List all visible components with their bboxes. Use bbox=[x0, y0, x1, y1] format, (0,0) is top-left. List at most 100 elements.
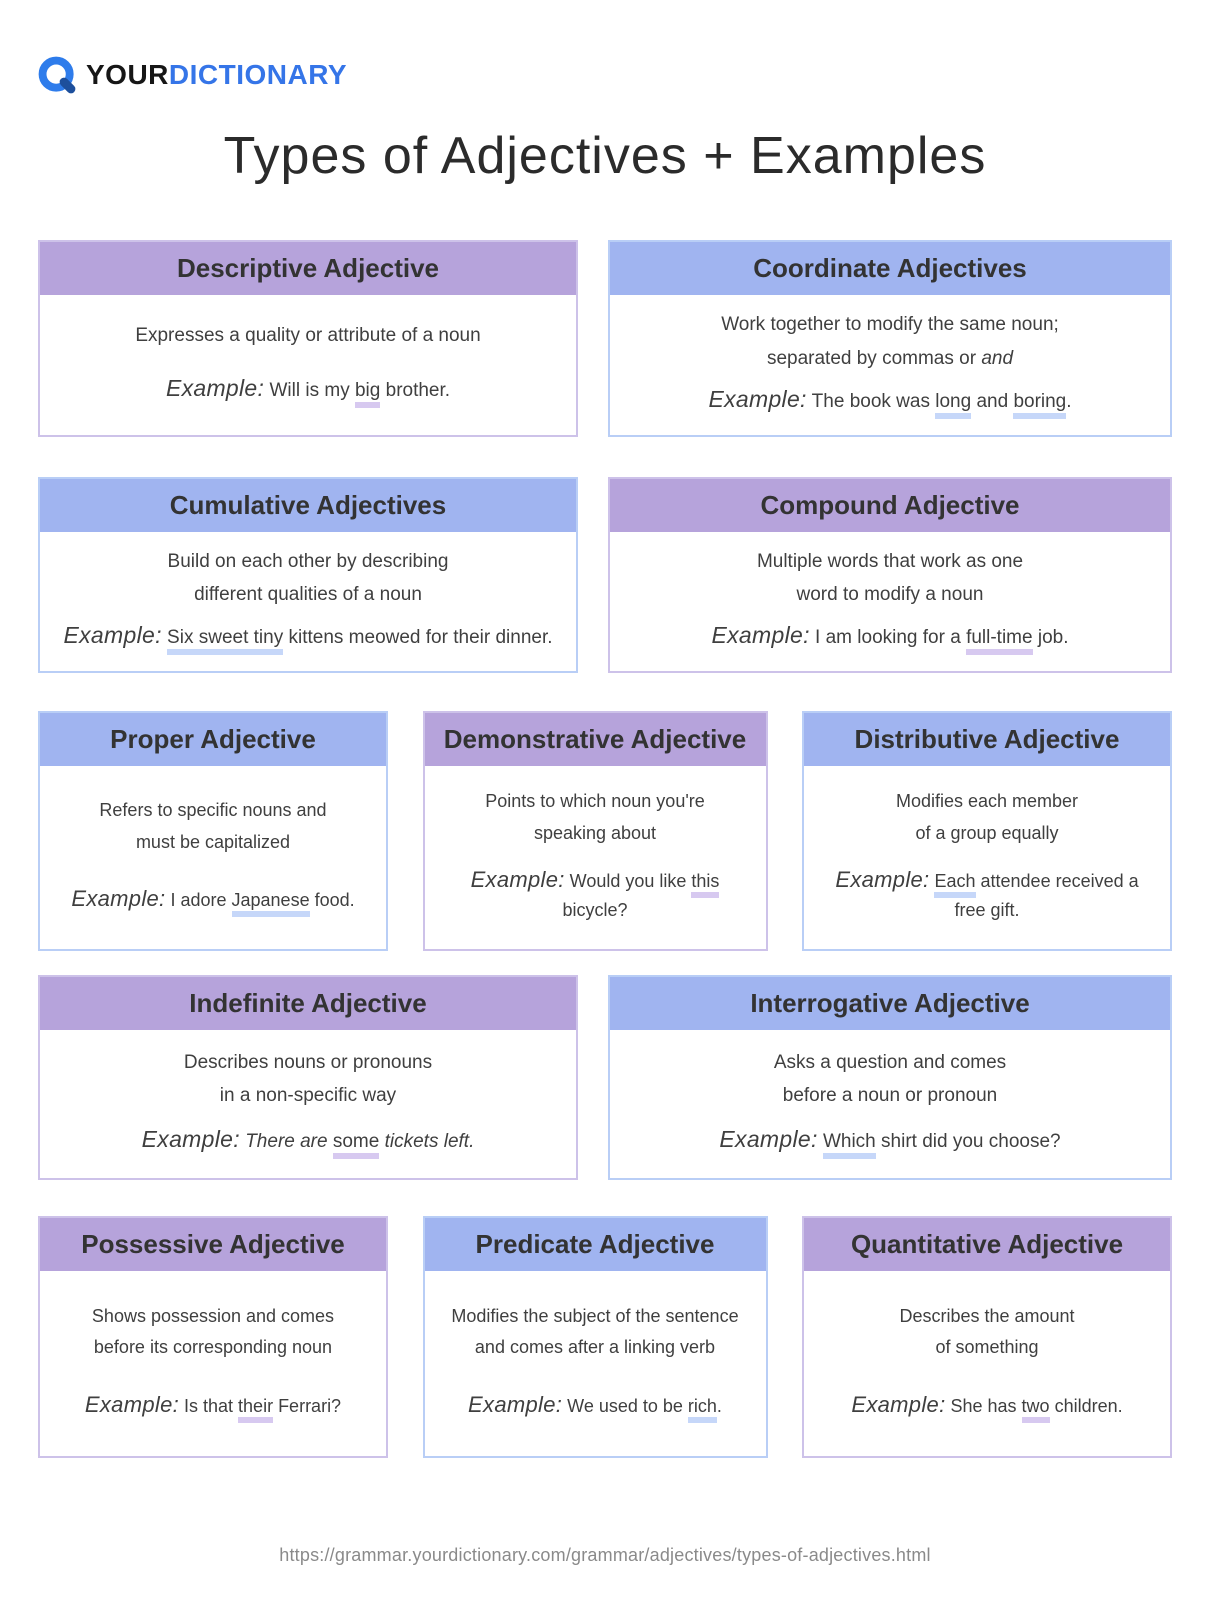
card-title: Predicate Adjective bbox=[475, 1229, 715, 1259]
example-text: Describes nouns or pronouns bbox=[183, 1051, 433, 1073]
example-text: Work together to modify the same noun; bbox=[721, 314, 1059, 336]
underlined-word: their bbox=[238, 1395, 274, 1423]
underlined-word: big bbox=[354, 379, 381, 408]
yourdictionary-q-icon bbox=[36, 54, 78, 96]
example-label: Example: bbox=[84, 1391, 180, 1417]
card-row: Possessive Adjective Shows possession an… bbox=[38, 1216, 1172, 1458]
underlined-word: two bbox=[1021, 1395, 1050, 1423]
adjective-card: Coordinate Adjectives Work together to m… bbox=[608, 240, 1172, 437]
example-label: Example: bbox=[71, 885, 166, 911]
example-text: Ferrari? bbox=[273, 1395, 342, 1416]
card-example: Example: Each attendee received a free g… bbox=[820, 863, 1154, 925]
example-label: Example: bbox=[470, 867, 565, 892]
card-header: Compound Adjective bbox=[610, 479, 1170, 532]
underlined-word: boring bbox=[1013, 391, 1067, 420]
adjective-card: Proper Adjective Refers to specific noun… bbox=[38, 711, 388, 951]
underlined-word: some bbox=[332, 1131, 380, 1160]
card-description: Work together to modify the same noun; se… bbox=[721, 308, 1059, 375]
card-body: Modifies each member of a group equally E… bbox=[804, 766, 1170, 949]
underlined-word: long bbox=[935, 391, 972, 420]
example-text: The book was bbox=[806, 391, 936, 413]
underlined-word: rich bbox=[687, 1395, 717, 1423]
card-example: Example: Which shirt did you choose? bbox=[719, 1122, 1061, 1160]
description-line: Describes the amount bbox=[899, 1301, 1074, 1333]
card-header: Proper Adjective bbox=[40, 713, 386, 766]
card-header: Demonstrative Adjective bbox=[424, 713, 766, 766]
example-text: Points to which noun you're bbox=[485, 791, 705, 811]
description-line: Expresses a quality or attribute of a no… bbox=[135, 319, 480, 352]
source-url-link[interactable]: https://grammar.yourdictionary.com/gramm… bbox=[279, 1545, 931, 1565]
example-label: Example: bbox=[719, 1126, 818, 1153]
card-header: Distributive Adjective bbox=[804, 713, 1170, 766]
italic-text: tickets left. bbox=[384, 1131, 475, 1153]
description-line: speaking about bbox=[485, 818, 705, 850]
example-label: Example: bbox=[851, 1391, 946, 1417]
page-title: Types of Adjectives + Examples bbox=[223, 127, 987, 185]
card-body: Shows possession and comes before its cor… bbox=[40, 1271, 386, 1456]
card-example: Example: The book was long and boring. bbox=[708, 382, 1072, 420]
example-text: Modifies the subject of the sentence bbox=[451, 1305, 739, 1326]
example-text: I adore bbox=[165, 889, 232, 910]
description-line: of something bbox=[899, 1332, 1074, 1364]
example-text: Shows possession and comes bbox=[91, 1305, 335, 1326]
description-line: before its corresponding noun bbox=[92, 1332, 334, 1364]
description-line: Modifies the subject of the sentence bbox=[451, 1301, 738, 1333]
underlined-word: this bbox=[691, 871, 720, 898]
underlined-word: full-time bbox=[966, 627, 1033, 656]
adjective-card: Interrogative Adjective Asks a question … bbox=[608, 975, 1172, 1180]
adjective-card: Compound Adjective Multiple words that w… bbox=[608, 477, 1172, 673]
example-text: I am looking for a bbox=[809, 627, 967, 649]
description-line: Points to which noun you're bbox=[485, 786, 705, 818]
card-header: Quantitative Adjective bbox=[804, 1218, 1170, 1271]
example-text: kittens meowed for their dinner. bbox=[283, 627, 553, 649]
example-text: of a group equally bbox=[915, 822, 1059, 843]
example-text: shirt did you choose? bbox=[875, 1131, 1061, 1153]
card-row: Cumulative Adjectives Build on each othe… bbox=[38, 475, 1172, 673]
example-text: We used to be bbox=[562, 1395, 688, 1416]
example-text: separated by commas or bbox=[766, 347, 982, 369]
example-text: and bbox=[971, 391, 1014, 413]
cards-grid: Descriptive Adjective Expresses a qualit… bbox=[38, 240, 1172, 1458]
card-description: Modifies each member of a group equally bbox=[896, 786, 1078, 849]
adjective-card: Indefinite Adjective Describes nouns or … bbox=[38, 975, 578, 1180]
description-line: Describes nouns or pronouns bbox=[184, 1046, 432, 1079]
card-header: Predicate Adjective bbox=[424, 1218, 766, 1271]
description-line: Asks a question and comes bbox=[774, 1046, 1006, 1079]
card-example: Example: I am looking for a full-time jo… bbox=[711, 618, 1069, 656]
italic-text: and bbox=[981, 347, 1014, 369]
adjective-card: Quantitative Adjective Describes the amo… bbox=[802, 1216, 1172, 1458]
card-description: Expresses a quality or attribute of a no… bbox=[135, 319, 480, 352]
card-description: Multiple words that work as one word to m… bbox=[757, 545, 1023, 612]
card-title: Distributive Adjective bbox=[854, 724, 1120, 754]
adjective-card: Possessive Adjective Shows possession an… bbox=[38, 1216, 388, 1458]
example-label: Example: bbox=[141, 1126, 240, 1153]
example-text: Refers to specific nouns and bbox=[99, 800, 327, 821]
italic-text: There are bbox=[245, 1131, 333, 1153]
card-description: Describes nouns or pronouns in a non-spec… bbox=[184, 1046, 432, 1113]
example-text: word to modify a noun bbox=[796, 584, 984, 606]
description-line: Modifies each member bbox=[896, 786, 1078, 818]
description-line: Multiple words that work as one bbox=[757, 545, 1023, 578]
card-example: Example: We used to be rich. bbox=[468, 1388, 722, 1423]
footer: https://grammar.yourdictionary.com/gramm… bbox=[0, 1545, 1210, 1566]
card-row: Indefinite Adjective Describes nouns or … bbox=[38, 975, 1172, 1180]
example-label: Example: bbox=[165, 374, 265, 401]
example-label: Example: bbox=[468, 1391, 563, 1417]
example-text: brother. bbox=[380, 379, 451, 401]
card-title: Quantitative Adjective bbox=[850, 1229, 1124, 1259]
example-label: Example: bbox=[711, 622, 810, 649]
card-title: Cumulative Adjectives bbox=[169, 490, 447, 520]
underlined-word: Which bbox=[822, 1131, 876, 1160]
card-body: Work together to modify the same noun; se… bbox=[610, 295, 1170, 435]
adjective-card: Predicate Adjective Modifies the subject… bbox=[422, 1216, 768, 1458]
example-text: in a non-specific way bbox=[219, 1085, 397, 1107]
description-line: separated by commas or and bbox=[721, 342, 1059, 375]
card-example: Example: Is that their Ferrari? bbox=[84, 1388, 342, 1423]
example-text: Expresses a quality or attribute of a no… bbox=[135, 325, 481, 347]
description-line: Refers to specific nouns and bbox=[99, 795, 326, 827]
